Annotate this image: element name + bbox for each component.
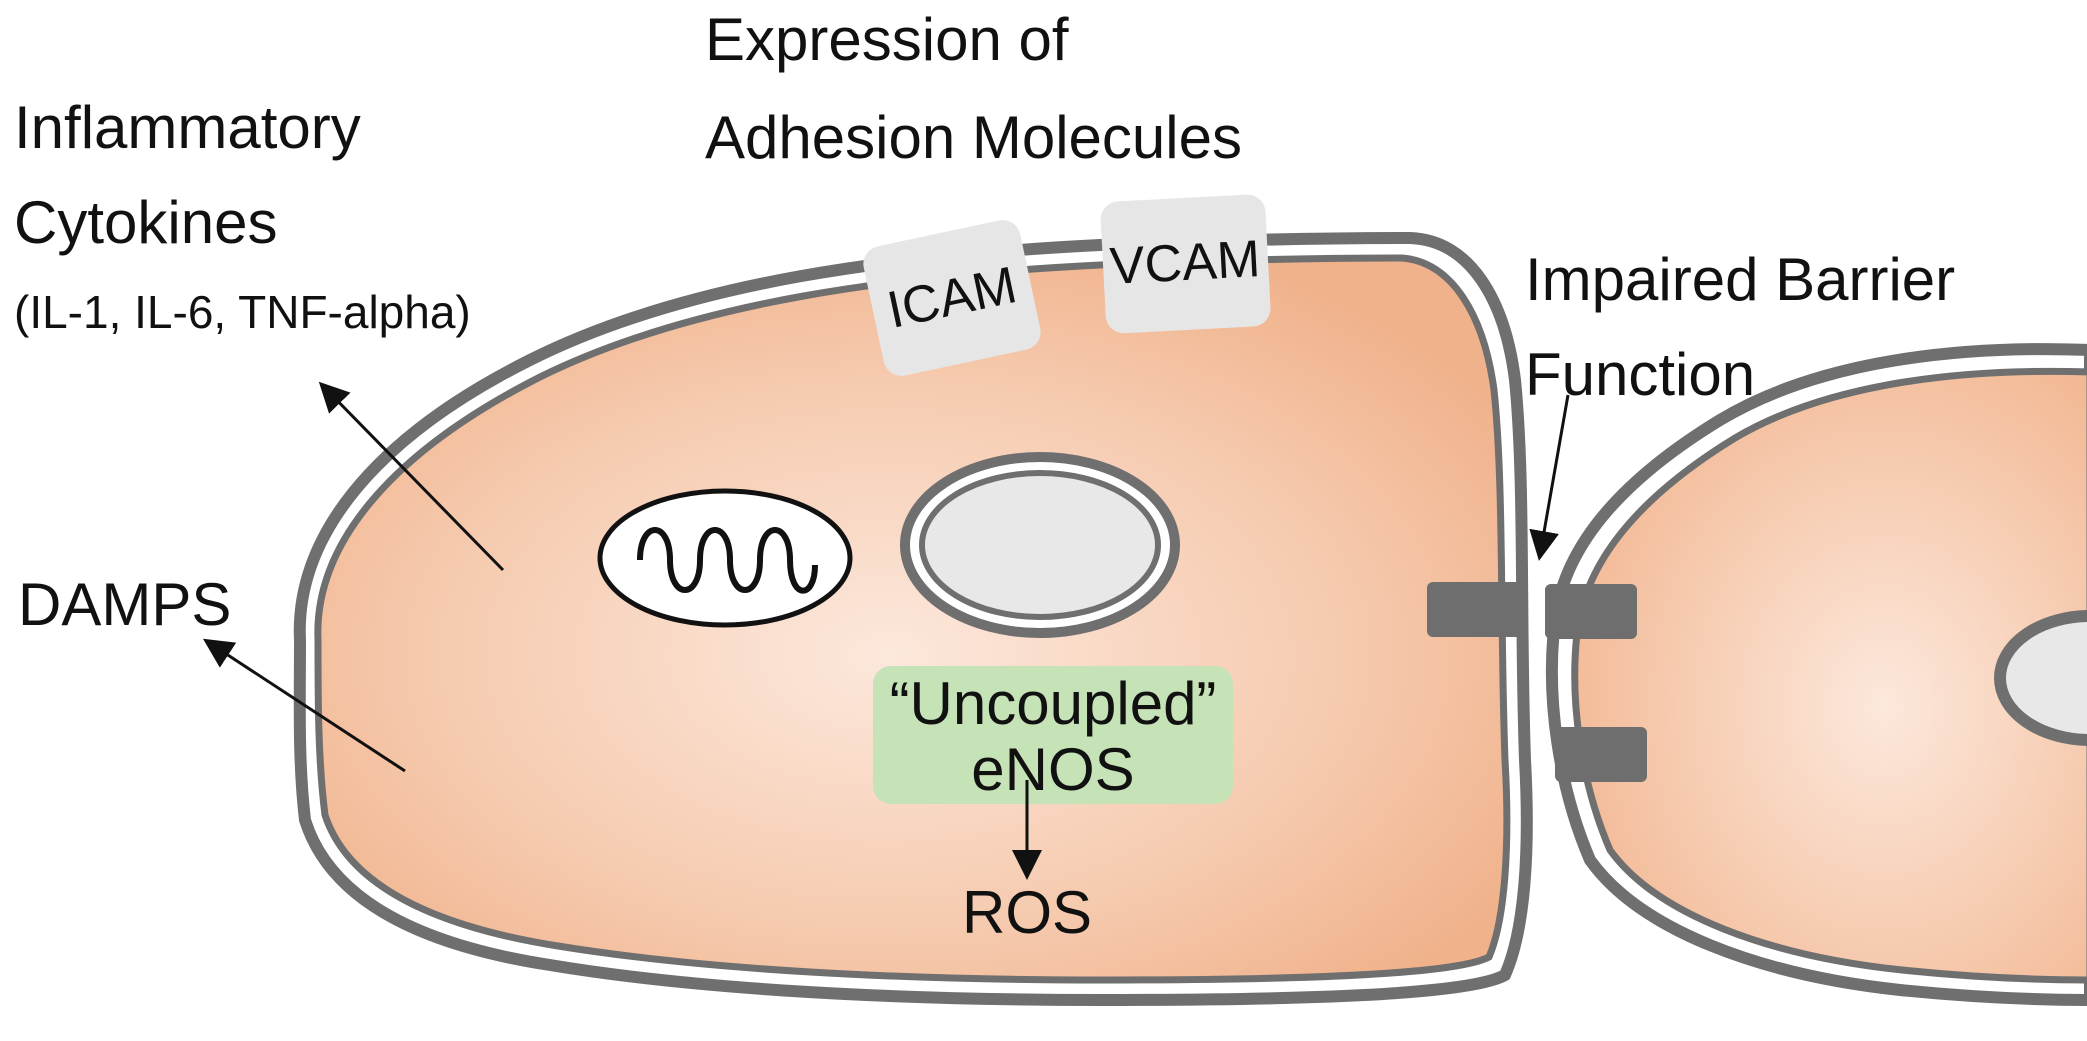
- cytokines-label-line2: Cytokines: [14, 189, 277, 256]
- vcam-label: VCAM: [1109, 230, 1262, 296]
- cytokines-label-line1: Inflammatory: [14, 94, 361, 161]
- enos-label-line1: “Uncoupled”: [890, 670, 1217, 737]
- arrows: [202, 381, 1570, 880]
- cytokines-arrow: [318, 381, 505, 572]
- vcam-molecule: VCAM: [1100, 194, 1271, 334]
- junction-right-top: [1545, 584, 1637, 639]
- damps-arrow: [202, 638, 406, 773]
- adhesion-label-line1: Expression of: [705, 6, 1069, 73]
- mitochondrion-cristae: [637, 527, 818, 594]
- neighbor-cell: [1545, 343, 2087, 1006]
- neighbor-cell-cytoplasm: [1571, 367, 2087, 984]
- junction-right-bottom: [1555, 727, 1647, 782]
- barrier-label-line2: Function: [1525, 341, 1755, 408]
- icam-molecule: ICAM: [863, 220, 1041, 376]
- cytokines-label-line3: (IL-1, IL-6, TNF-alpha): [14, 286, 471, 338]
- barrier-arrow: [1529, 394, 1570, 561]
- barrier-label-line1: Impaired Barrier: [1525, 246, 1955, 313]
- adhesion-label-line2: Adhesion Molecules: [705, 104, 1242, 171]
- cell-junctions: [1427, 582, 1647, 782]
- damps-label: DAMPS: [18, 571, 231, 638]
- mitochondrion: [597, 488, 853, 628]
- text-labels: Expression of Adhesion Molecules Inflamm…: [14, 6, 1955, 946]
- enos-label-line2: eNOS: [971, 736, 1134, 803]
- junction-left: [1427, 582, 1527, 637]
- enos-box: “Uncoupled” eNOS: [873, 666, 1233, 804]
- neighbor-nucleus: [1994, 610, 2087, 746]
- nucleus: [900, 452, 1180, 638]
- ros-label: ROS: [962, 879, 1092, 946]
